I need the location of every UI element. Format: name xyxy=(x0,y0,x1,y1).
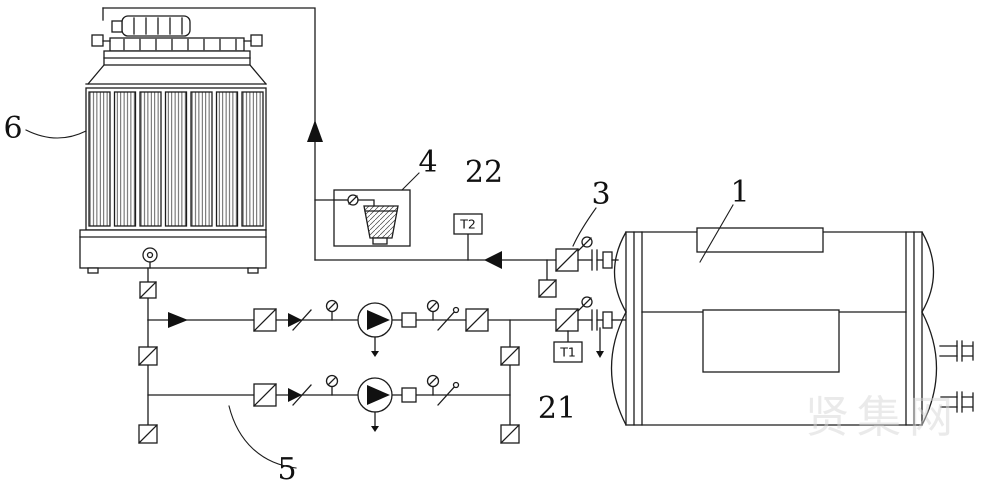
label-pump-group: 5 xyxy=(277,452,296,487)
label-return-valve: 3 xyxy=(591,177,610,212)
branch1-check-valve-icon xyxy=(437,306,460,331)
flow-up-arrow-icon xyxy=(307,120,323,142)
tower-fill-section xyxy=(85,83,267,231)
leader-5 xyxy=(228,405,297,469)
branch1-flex-joint-icon xyxy=(401,312,417,328)
supply-shutoff-valve-icon xyxy=(555,296,593,332)
pump-1-icon xyxy=(357,302,393,357)
label-supply-valve-21: 21 xyxy=(538,391,576,426)
chiller-unit xyxy=(610,227,974,426)
basin-drain-icon xyxy=(142,247,158,263)
branch2-butterfly-valve-icon xyxy=(288,384,312,406)
flow-left-arrow-icon xyxy=(484,251,502,269)
deck-bracket-left xyxy=(91,34,104,47)
right-nozzle-lower xyxy=(940,391,974,413)
fan-deck xyxy=(87,34,267,85)
left-header-pipe xyxy=(138,319,158,444)
label-cooling-tower: 6 xyxy=(3,111,22,146)
supply-flex-connector-icon xyxy=(577,309,626,331)
dosing-cup-icon xyxy=(363,205,399,239)
tower-basin xyxy=(79,229,267,274)
tower-riser-pipe xyxy=(102,7,323,261)
pump-branch-2 xyxy=(147,374,511,432)
label-chiller: 1 xyxy=(730,175,749,210)
branch1-butterfly-valve-icon xyxy=(288,309,312,331)
dished-head-right-top xyxy=(921,231,935,313)
leader-3 xyxy=(572,207,597,247)
cooling-tower xyxy=(79,15,267,274)
return-shutoff-valve-icon xyxy=(555,236,593,272)
chiller-mid-plate xyxy=(702,309,840,373)
right-nozzle-upper xyxy=(939,340,974,362)
tower-outlet-pipe xyxy=(139,267,157,321)
branch1-suction-gauge-icon xyxy=(325,299,339,321)
dosing-device xyxy=(314,189,411,247)
temp-sensor-t2 xyxy=(453,213,483,261)
return-line xyxy=(314,236,619,298)
dished-head-left-top xyxy=(613,231,627,313)
supply-connection xyxy=(555,296,626,358)
pump-2-icon xyxy=(357,377,393,432)
pump-branch-1 xyxy=(147,299,557,357)
dished-head-left-bottom xyxy=(610,311,627,426)
chiller-top-plate xyxy=(696,227,824,253)
flow-right-arrow-icon xyxy=(168,312,188,328)
leader-6 xyxy=(25,129,87,139)
label-dosing-device: 4 xyxy=(418,145,437,180)
label-sensor-22: 22 xyxy=(465,155,503,190)
leader-lines xyxy=(25,129,734,469)
branch2-flex-joint-icon xyxy=(401,387,417,403)
watermark-text: 贤集网 xyxy=(805,392,961,443)
tag-t2: T2 xyxy=(459,217,476,232)
branch2-suction-gauge-icon xyxy=(325,374,339,396)
branch2-discharge-gauge-icon xyxy=(426,374,440,396)
branch1-discharge-gauge-icon xyxy=(426,299,440,321)
leader-4 xyxy=(401,172,420,191)
temp-sensor-t1 xyxy=(553,330,583,363)
leader-1 xyxy=(699,204,734,263)
deck-bracket-right xyxy=(250,34,263,47)
branch2-check-valve-icon xyxy=(437,381,460,406)
dished-head-right-bottom xyxy=(921,311,938,426)
fan-motor-icon xyxy=(111,15,191,37)
return-flex-connector-icon xyxy=(577,249,619,271)
right-header-pipe xyxy=(500,319,520,444)
tag-t1: T1 xyxy=(559,345,576,360)
